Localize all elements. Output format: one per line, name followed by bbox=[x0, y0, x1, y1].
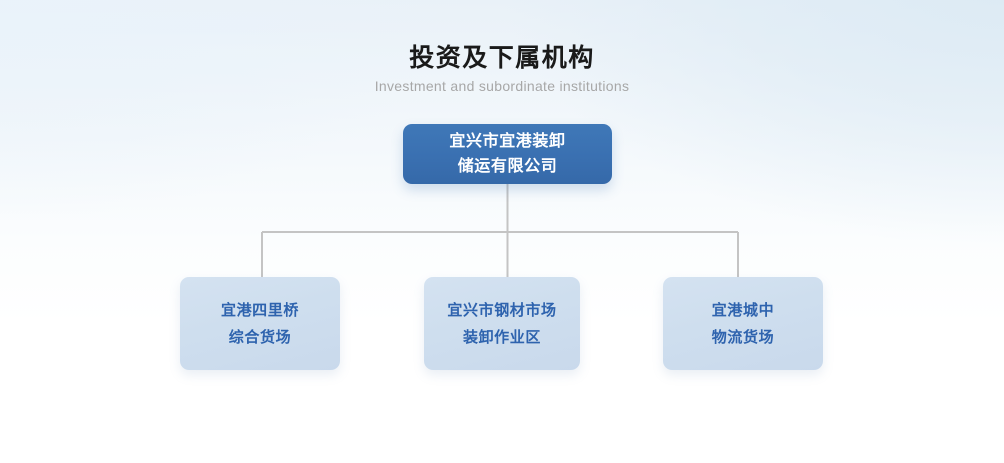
org-node-root[interactable]: 宜兴市宜港装卸 储运有限公司 bbox=[403, 124, 612, 184]
org-node-child-1-line-2: 装卸作业区 bbox=[462, 328, 541, 346]
org-node-child-2-line-2: 物流货场 bbox=[711, 328, 775, 346]
org-node-child-2[interactable]: 宜港城中 物流货场 bbox=[663, 277, 823, 370]
org-node-child-1-line-1: 宜兴市钢材市场 bbox=[447, 301, 557, 319]
page-title: 投资及下属机构 bbox=[409, 44, 595, 72]
org-node-child-2-line-1: 宜港城中 bbox=[711, 301, 775, 319]
page-subtitle: Investment and subordinate institutions bbox=[374, 78, 630, 94]
org-node-root-line-2: 储运有限公司 bbox=[457, 158, 558, 175]
org-node-child-1[interactable]: 宜兴市钢材市场 装卸作业区 bbox=[424, 277, 580, 370]
org-node-child-0-line-2: 综合货场 bbox=[228, 328, 292, 346]
org-node-root-line-1: 宜兴市宜港装卸 bbox=[449, 133, 566, 150]
org-node-child-0[interactable]: 宜港四里桥 综合货场 bbox=[180, 277, 340, 370]
org-node-child-0-line-1: 宜港四里桥 bbox=[220, 301, 299, 319]
page-header: 投资及下属机构 Investment and subordinate insti… bbox=[0, 42, 1004, 96]
